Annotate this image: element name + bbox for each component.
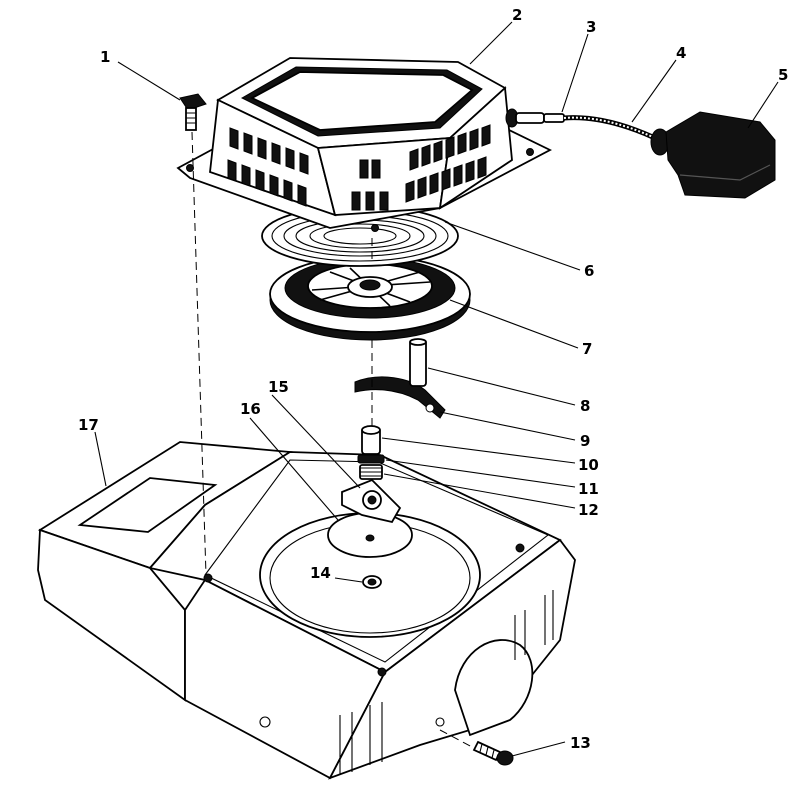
- label-part-2: 2: [512, 6, 522, 24]
- assembly-centerlines: [191, 131, 475, 749]
- label-part-14: 14: [310, 564, 331, 582]
- rope-and-handle: [505, 108, 776, 199]
- label-part-4: 4: [676, 44, 686, 62]
- label-part-15: 15: [268, 378, 289, 396]
- label-part-11: 11: [578, 480, 599, 498]
- label-part-7: 7: [582, 340, 592, 358]
- label-part-10: 10: [578, 456, 599, 474]
- label-part-17: 17: [78, 416, 99, 434]
- pawl-and-pin: [354, 338, 446, 419]
- center-fastener-stack: [357, 425, 385, 480]
- leader-lines: [94, 21, 779, 757]
- label-part-5: 5: [778, 66, 788, 84]
- engine-shroud: [37, 441, 576, 780]
- pulley: [269, 255, 471, 341]
- bolt-13: [472, 740, 514, 766]
- label-part-6: 6: [584, 262, 594, 280]
- label-part-16: 16: [240, 400, 261, 418]
- label-part-13: 13: [570, 734, 591, 752]
- housing-vents-front: [351, 159, 389, 211]
- housing-vents-left: [227, 127, 309, 207]
- label-part-1: 1: [100, 48, 110, 66]
- housing-vents-right: [405, 124, 491, 203]
- label-part-9: 9: [580, 432, 590, 450]
- label-part-8: 8: [580, 397, 590, 415]
- part-number-labels: 1 2 3 4 5 6 7 8 9 10 11 12 13 14 15 16 1…: [78, 6, 788, 752]
- bolt-1: [179, 93, 207, 131]
- label-part-3: 3: [586, 18, 596, 36]
- starter-housing: [176, 57, 552, 232]
- label-part-12: 12: [578, 501, 599, 519]
